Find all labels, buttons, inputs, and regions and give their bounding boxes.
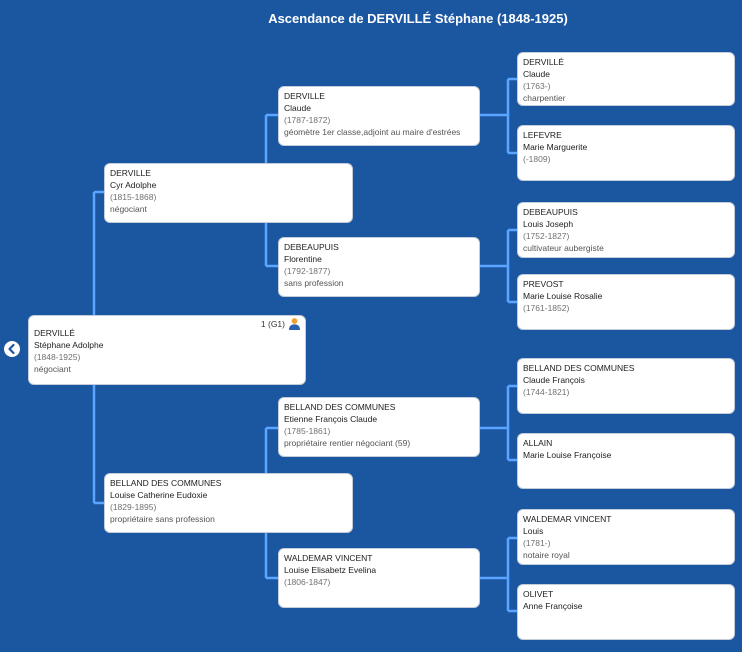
person-dates: (1806-1847): [284, 577, 331, 587]
person-dates: (1781-): [523, 538, 551, 548]
person-given-name: Etienne François Claude: [284, 414, 378, 424]
chevron-left-icon: [8, 343, 15, 355]
generation-label: 1 (G1): [260, 319, 285, 329]
connector-mf-parents: [480, 384, 517, 462]
person-surname: DERVILLÉ: [523, 57, 564, 67]
person-dates: (1752-1827): [523, 231, 570, 241]
person-given-name: Louis Joseph: [523, 219, 574, 229]
person-surname: DEBEAUPUIS: [284, 242, 339, 252]
person-surname: WALDEMAR VINCENT: [284, 553, 373, 563]
person-surname: BELLAND DES COMMUNES: [284, 402, 396, 412]
person-card-mother[interactable]: BELLAND DES COMMUNES Louise Catherine Eu…: [104, 473, 353, 533]
person-surname: DERVILLE: [284, 91, 325, 101]
person-occupation: propriétaire rentier négociant (59): [284, 438, 411, 448]
person-dates: (1744-1821): [523, 387, 570, 397]
person-given-name: Claude: [523, 69, 550, 79]
person-surname: DERVILLE: [110, 168, 151, 178]
person-icon: [289, 318, 300, 330]
person-given-name: Stéphane Adolphe: [34, 340, 104, 350]
person-dates: (-1809): [523, 154, 551, 164]
person-occupation: géomètre 1er classe,adjoint au maire d'e…: [284, 127, 461, 137]
person-surname: ALLAIN: [523, 438, 553, 448]
person-surname: OLIVET: [523, 589, 554, 599]
connector-fm-parents: [480, 228, 517, 304]
person-surname: WALDEMAR VINCENT: [523, 514, 612, 524]
connector-mm-parents: [480, 536, 517, 613]
person-surname: DEBEAUPUIS: [523, 207, 578, 217]
person-card-ffm[interactable]: LEFEVRE Marie Marguerite (-1809): [517, 125, 735, 181]
person-dates: (1787-1872): [284, 115, 331, 125]
person-card-mf[interactable]: BELLAND DES COMMUNES Etienne François Cl…: [278, 397, 480, 457]
person-occupation: négociant: [110, 204, 147, 214]
person-surname: BELLAND DES COMMUNES: [523, 363, 635, 373]
person-given-name: Cyr Adolphe: [110, 180, 157, 190]
person-card-fm[interactable]: DEBEAUPUIS Florentine (1792-1877) sans p…: [278, 237, 480, 297]
person-given-name: Louis: [523, 526, 544, 536]
person-card-root[interactable]: 1 (G1) DERVILLÉ Stéphane Adolphe (1848-1…: [28, 315, 306, 385]
person-given-name: Claude François: [523, 375, 585, 385]
person-given-name: Marie Marguerite: [523, 142, 588, 152]
person-card-father[interactable]: DERVILLE Cyr Adolphe (1815-1868) négocia…: [104, 163, 353, 223]
person-given-name: Marie Louise Rosalie: [523, 291, 603, 301]
person-dates: (1763-): [523, 81, 551, 91]
person-occupation: sans profession: [284, 278, 344, 288]
person-card-fmf[interactable]: DEBEAUPUIS Louis Joseph (1752-1827) cult…: [517, 202, 735, 258]
person-card-mmf[interactable]: WALDEMAR VINCENT Louis (1781-) notaire r…: [517, 509, 735, 565]
person-given-name: Florentine: [284, 254, 322, 264]
person-occupation: notaire royal: [523, 550, 570, 560]
person-card-fmm[interactable]: PREVOST Marie Louise Rosalie (1761-1852): [517, 274, 735, 330]
person-given-name: Claude: [284, 103, 311, 113]
person-dates: (1761-1852): [523, 303, 570, 313]
person-card-mmm[interactable]: OLIVET Anne Françoise: [517, 584, 735, 640]
connector-ff-parents: [480, 77, 517, 155]
person-dates: (1792-1877): [284, 266, 331, 276]
person-surname: BELLAND DES COMMUNES: [110, 478, 222, 488]
person-card-fff[interactable]: DERVILLÉ Claude (1763-) charpentier: [517, 52, 735, 106]
person-given-name: Marie Louise Françoise: [523, 450, 612, 460]
person-dates: (1848-1925): [34, 352, 81, 362]
person-given-name: Louise Catherine Eudoxie: [110, 490, 208, 500]
person-dates: (1815-1868): [110, 192, 157, 202]
person-occupation: cultivateur aubergiste: [523, 243, 604, 253]
person-dates: (1829-1895): [110, 502, 157, 512]
person-card-mfm[interactable]: ALLAIN Marie Louise Françoise: [517, 433, 735, 489]
person-given-name: Anne Françoise: [523, 601, 583, 611]
person-surname: PREVOST: [523, 279, 564, 289]
person-surname: DERVILLÉ: [34, 328, 75, 338]
person-card-ff[interactable]: DERVILLE Claude (1787-1872) géomètre 1er…: [278, 86, 480, 146]
person-surname: LEFEVRE: [523, 130, 562, 140]
person-occupation: propriétaire sans profession: [110, 514, 215, 524]
person-occupation: négociant: [34, 364, 71, 374]
person-card-mff[interactable]: BELLAND DES COMMUNES Claude François (17…: [517, 358, 735, 414]
person-dates: (1785-1861): [284, 426, 331, 436]
back-button[interactable]: [4, 341, 20, 357]
page-title: Ascendance de DERVILLÉ Stéphane (1848-19…: [268, 11, 568, 26]
person-given-name: Louise Elisabetz Evelina: [284, 565, 377, 575]
person-occupation: charpentier: [523, 93, 566, 103]
person-card-mm[interactable]: WALDEMAR VINCENT Louise Elisabetz Evelin…: [278, 548, 480, 608]
